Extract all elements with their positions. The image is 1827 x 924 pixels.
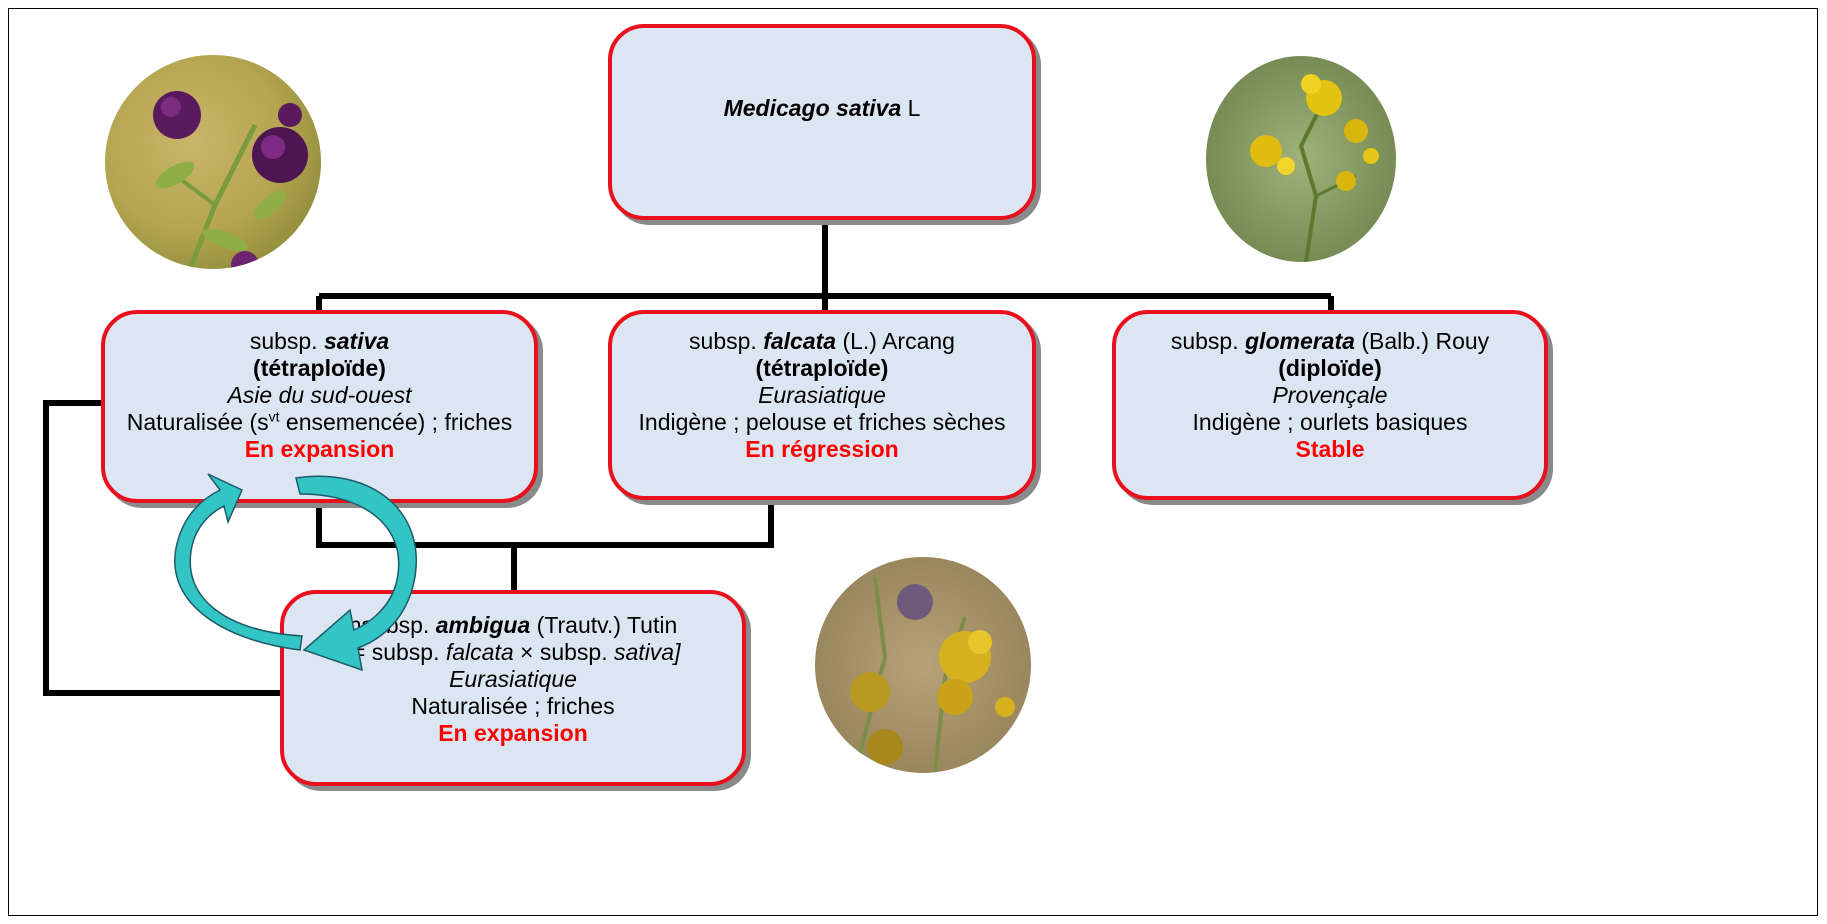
yellow-brown-flowers-photo <box>815 557 1031 773</box>
glomerata-ploidy: (diploïde) <box>1278 355 1382 381</box>
ambigua-origin: Eurasiatique <box>449 666 577 692</box>
ambigua-prefix: nsubsp. <box>348 612 430 638</box>
glomerata-status: Stable <box>1295 436 1365 462</box>
ambigua-habitat: Naturalisée ; friches <box>411 693 615 719</box>
ambigua-hybrid-p1: falcata <box>445 639 514 665</box>
sativa-habitat-post: ensemencée) ; friches <box>279 409 513 435</box>
falcata-name: falcata <box>763 328 837 354</box>
sativa-prefix: subsp. <box>249 328 318 354</box>
ambigua-name: ambigua <box>435 612 531 638</box>
sativa-origin: Asie du sud-ouest <box>227 382 412 408</box>
purple-flowers-photo <box>105 55 321 269</box>
yellow-flowers-photo <box>1206 56 1396 262</box>
ambigua-hybrid-p2: sativa] <box>614 639 681 665</box>
sativa-habitat-pre: Naturalisée (s <box>126 409 269 435</box>
ambigua-name-line: nsubsp. ambigua (Trautv.) Tutin <box>349 612 678 639</box>
glomerata-node: subsp. glomerata (Balb.) Rouy (diploïde)… <box>1112 310 1548 500</box>
falcata-origin: Eurasiatique <box>758 382 886 408</box>
ambigua-hybrid-cross: × subsp. <box>520 639 608 665</box>
sativa-down-line <box>316 500 774 548</box>
sativa-habitat: Naturalisée (svt ensemencée) ; friches <box>127 409 512 436</box>
falcata-status: En régression <box>745 436 899 462</box>
falcata-name-line: subsp. falcata (L.) Arcang <box>689 328 955 355</box>
root-genus: Medicago <box>723 94 830 121</box>
glomerata-origin: Provençale <box>1272 382 1388 408</box>
ambigua-status: En expansion <box>438 720 588 746</box>
ambigua-node: nsubsp. ambigua (Trautv.) Tutin [= subsp… <box>280 590 746 786</box>
falcata-prefix: subsp. <box>689 328 757 354</box>
root-node: Medicago sativa L <box>608 24 1036 220</box>
sativa-name: sativa <box>323 328 390 354</box>
glomerata-habitat: Indigène ; ourlets basiques <box>1192 409 1468 435</box>
glomerata-author: (Balb.) Rouy <box>1361 328 1490 354</box>
left-bracket-line <box>43 400 282 696</box>
diagram-frame <box>8 8 1818 916</box>
sativa-name-line: subsp. sativa <box>250 328 389 355</box>
sativa-node: subsp. sativa (tétraploïde) Asie du sud-… <box>101 310 538 503</box>
ambigua-hybrid-line: [= subsp. falcata × subsp. sativa] <box>346 639 681 666</box>
glomerata-name: glomerata <box>1245 328 1355 354</box>
root-author: L <box>907 94 921 121</box>
falcata-ploidy: (tétraploïde) <box>755 355 889 381</box>
falcata-node: subsp. falcata (L.) Arcang (tétraploïde)… <box>608 310 1036 500</box>
ambigua-author: (Trautv.) Tutin <box>536 612 678 638</box>
falcata-author: (L.) Arcang <box>842 328 955 354</box>
root-title: Medicago sativa L <box>724 95 921 122</box>
sativa-ploidy: (tétraploïde) <box>253 355 386 381</box>
ambigua-hybrid-open: [= subsp. <box>345 639 440 665</box>
glomerata-prefix: subsp. <box>1170 328 1239 354</box>
root-species: sativa <box>836 94 902 121</box>
sativa-status: En expansion <box>244 436 395 462</box>
sativa-habitat-sup: vt <box>268 408 280 425</box>
glomerata-name-line: subsp. glomerata (Balb.) Rouy <box>1171 328 1489 355</box>
falcata-habitat: Indigène ; pelouse et friches sèches <box>638 409 1006 435</box>
